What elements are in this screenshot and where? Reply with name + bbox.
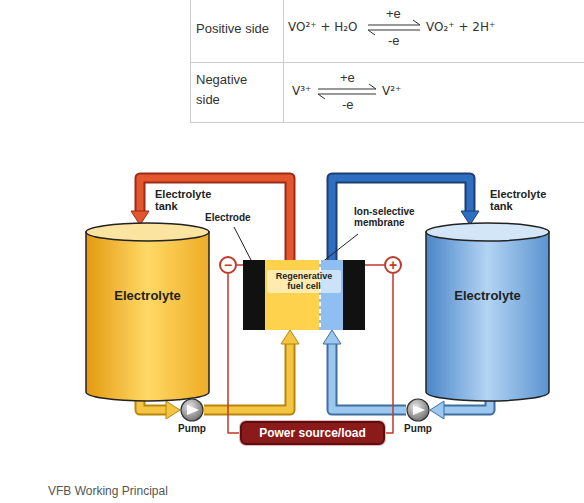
polarity-sign: − — [224, 258, 232, 272]
row-heading: Positive side — [196, 21, 269, 37]
wire — [228, 274, 240, 433]
pump-body — [407, 399, 429, 421]
pump: Pump — [398, 398, 438, 422]
electrolyte-label: Electrolyte — [85, 288, 210, 303]
electrode — [343, 260, 365, 330]
row-heading: Negative side — [196, 70, 262, 109]
pipe-wall — [332, 344, 406, 410]
pump-symbol — [398, 398, 438, 422]
tank-label: Electrolyte tank — [155, 188, 217, 212]
electrolyte-label: Electrolyte — [425, 288, 550, 303]
table-grid — [190, 0, 584, 123]
leader-line — [234, 227, 252, 262]
pump: Pump — [172, 398, 212, 422]
table-line — [190, 62, 584, 63]
cell-label: Regenerative fuel cell — [267, 270, 341, 293]
connector-group — [228, 274, 240, 433]
tank-shape — [85, 222, 210, 402]
formula: V²⁺ — [382, 84, 401, 98]
tank-body — [426, 232, 549, 401]
pump-symbol — [172, 398, 212, 422]
tank-body — [86, 232, 209, 401]
electrode — [243, 260, 265, 330]
electron-label: -e — [388, 33, 400, 49]
connector-group — [204, 330, 299, 410]
negative-terminal: − — [219, 256, 237, 274]
electrolyte-tank: Electrolyte tankElectrolyte — [425, 222, 550, 402]
polarity-sign: + — [389, 258, 397, 272]
electron-label: +e — [386, 6, 401, 22]
pipe-wall — [204, 344, 290, 410]
wire — [385, 274, 393, 433]
terminal-lead — [237, 264, 244, 266]
fuel-cell: Regenerative fuel cell — [243, 260, 365, 330]
arrowhead — [430, 401, 444, 419]
tank-top — [86, 223, 209, 241]
table-line — [190, 0, 191, 123]
pump-arrow — [413, 405, 425, 415]
box-label: Power source/load — [259, 426, 366, 440]
electrolyte-tank: Electrolyte tankElectrolyte — [85, 222, 210, 402]
leader-line — [321, 234, 358, 263]
arrowhead — [281, 330, 299, 344]
formula: VO₂⁺ + 2H⁺ — [426, 20, 495, 34]
equilibrium-arrow — [318, 84, 376, 99]
power-box: Power source/load — [240, 421, 385, 445]
arrowhead — [323, 330, 341, 344]
connector-group — [385, 274, 393, 433]
arrowhead — [166, 401, 180, 419]
tank-top — [426, 223, 549, 241]
pump-arrow — [187, 405, 199, 415]
equilibrium-arrow — [368, 20, 420, 35]
formula: VO²⁺ + H₂O — [288, 20, 358, 34]
tank-shape — [425, 222, 550, 402]
table-line — [190, 122, 584, 123]
positive-terminal: + — [384, 256, 402, 274]
electron-label: -e — [342, 97, 354, 113]
caption: VFB Working Principal — [48, 484, 168, 498]
pump-label: Pump — [388, 423, 448, 434]
electrolyte-pipe — [332, 344, 406, 410]
formula: V³⁺ — [292, 84, 311, 98]
pump-label: Pump — [162, 423, 222, 434]
table-line — [283, 0, 284, 123]
electrolyte-pipe — [204, 344, 290, 410]
electron-label: +e — [340, 70, 355, 86]
terminal-lead — [364, 264, 384, 266]
tank-label: Electrolyte tank — [490, 188, 552, 212]
pump-body — [181, 399, 203, 421]
part-label: Ion-selective membrane — [354, 206, 426, 228]
part-label: Electrode — [205, 212, 251, 224]
